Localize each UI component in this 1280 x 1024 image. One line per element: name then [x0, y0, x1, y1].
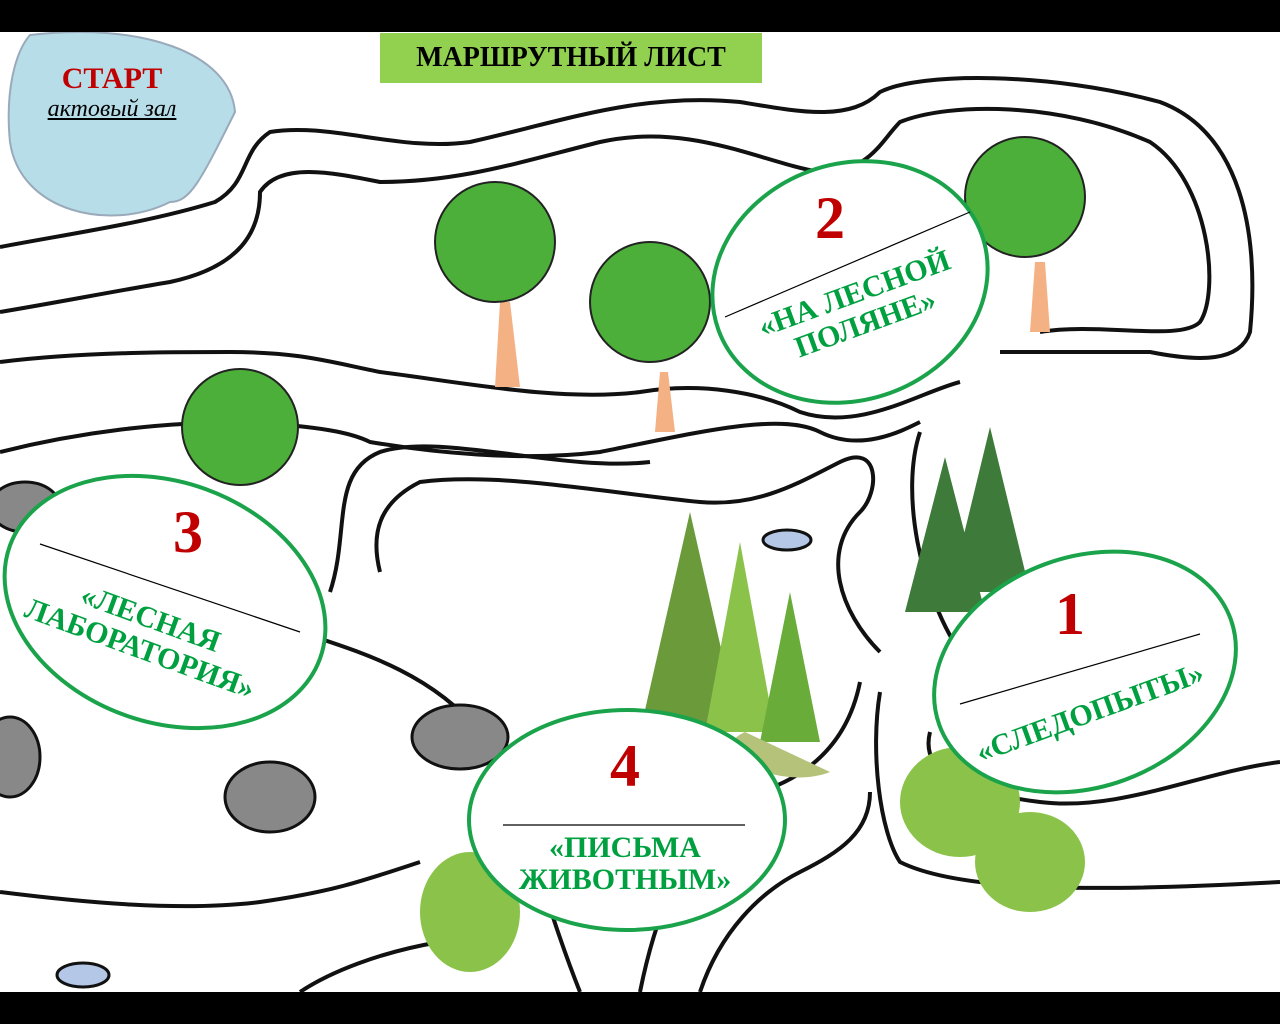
start-label: СТАРТ актовый зал: [22, 62, 202, 123]
start-place: актовый зал: [47, 96, 177, 122]
map-canvas: МАРШРУТНЫЙ ЛИСТ СТАРТ актовый зал 1 «СЛЕ…: [0, 32, 1280, 992]
label-line: ЖИВОТНЫМ»: [518, 863, 732, 896]
station-ellipses: [2, 159, 1238, 932]
station-1: 1: [1030, 580, 1110, 649]
station-2: 2: [790, 184, 870, 253]
label-line: «ПИСЬМА: [549, 831, 701, 864]
station-3: 3: [148, 498, 228, 567]
station-number: 3: [173, 499, 203, 565]
station-4-name: «ПИСЬМА ЖИВОТНЫМ»: [480, 832, 770, 896]
station-number: 4: [610, 733, 640, 799]
trees: [181, 136, 1086, 778]
start-bubble: [7, 32, 237, 217]
station-number: 1: [1055, 581, 1085, 647]
rocks: [0, 480, 510, 834]
divider-lines: [39, 211, 1201, 826]
clouds: [55, 528, 813, 989]
map-illustration: [0, 32, 1280, 992]
station-4: 4: [585, 732, 665, 801]
page-title: МАРШРУТНЫЙ ЛИСТ: [380, 33, 762, 83]
station-number: 2: [815, 185, 845, 251]
start-title: СТАРТ: [61, 62, 163, 95]
